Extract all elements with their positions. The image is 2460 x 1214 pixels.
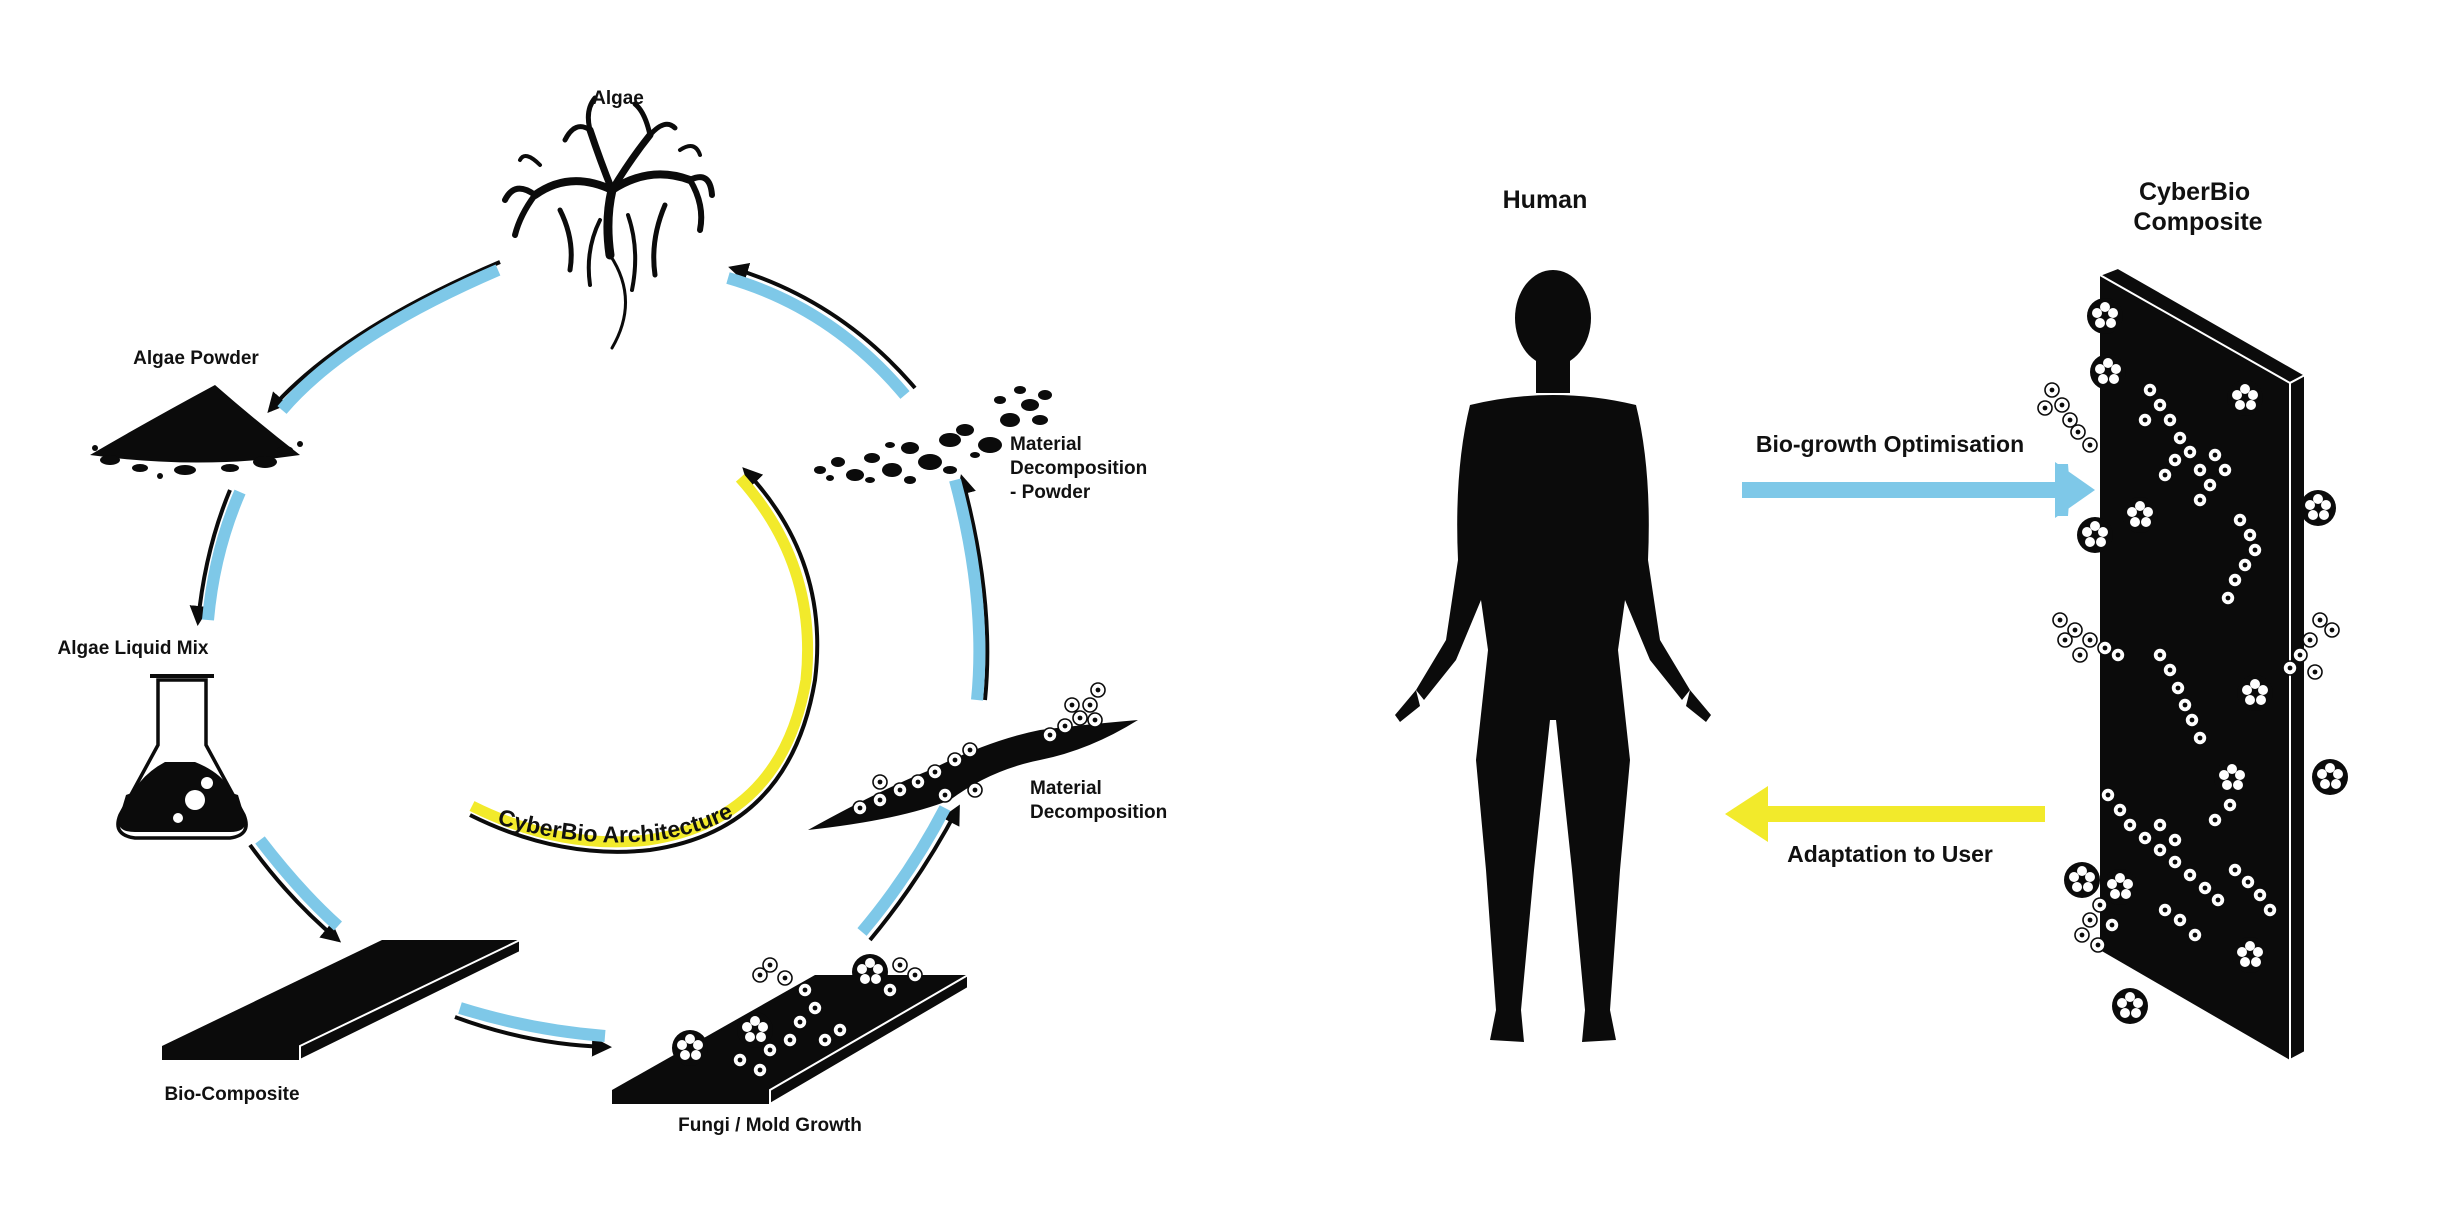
particles-icon — [814, 386, 1052, 484]
arrow-powder-to-algae — [728, 262, 917, 390]
label-human: Human — [1503, 186, 1588, 214]
powder-pile-icon — [90, 385, 303, 479]
arrow-liquid-to-biocomposite — [248, 843, 342, 943]
label-fungi-mold-growth: Fungi / Mold Growth — [678, 1115, 862, 1136]
mold-panel-icon — [612, 954, 969, 1106]
label-adaptation-to-user: Adaptation to User — [1787, 841, 1993, 867]
cycle-diagram: CyberBio Architecture Algae — [58, 88, 1168, 1136]
label-bio-composite: Bio-Composite — [164, 1084, 299, 1105]
decomposition-panel-icon — [808, 682, 1138, 830]
human-silhouette-icon — [1395, 270, 1711, 1042]
label-material-decomposition-powder: Material Decomposition - Powder — [1010, 434, 1153, 503]
label-bio-growth-optimisation: Bio-growth Optimisation — [1756, 431, 2024, 457]
cycle-arrows — [189, 260, 990, 1057]
label-algae-liquid-mix: Algae Liquid Mix — [58, 638, 209, 659]
seaweed-icon — [502, 95, 715, 350]
arrow-decomposition-to-powder — [956, 474, 990, 701]
arrow-powder-to-liquid — [189, 489, 232, 626]
arrow-fungi-to-decomposition — [868, 804, 960, 942]
arrow-biocomposite-to-fungi — [454, 1015, 612, 1057]
interaction-diagram: Human Bio-growth Optimisation Adaptation… — [1395, 178, 2348, 1062]
inner-architecture-arc: CyberBio Architecture — [469, 467, 820, 854]
label-algae: Algae — [592, 88, 644, 109]
arrow-algae-to-powder — [267, 260, 501, 414]
flask-icon — [116, 674, 248, 840]
label-material-decomposition: Material Decomposition — [1030, 778, 1167, 823]
label-algae-powder: Algae Powder — [133, 348, 259, 369]
panel-icon — [162, 938, 521, 1062]
label-cyberbio-composite: CyberBio Composite — [2133, 178, 2262, 236]
arrow-to-human — [1725, 786, 2045, 842]
composite-wall-icon — [2037, 266, 2348, 1062]
arrow-to-composite — [1742, 462, 2095, 518]
